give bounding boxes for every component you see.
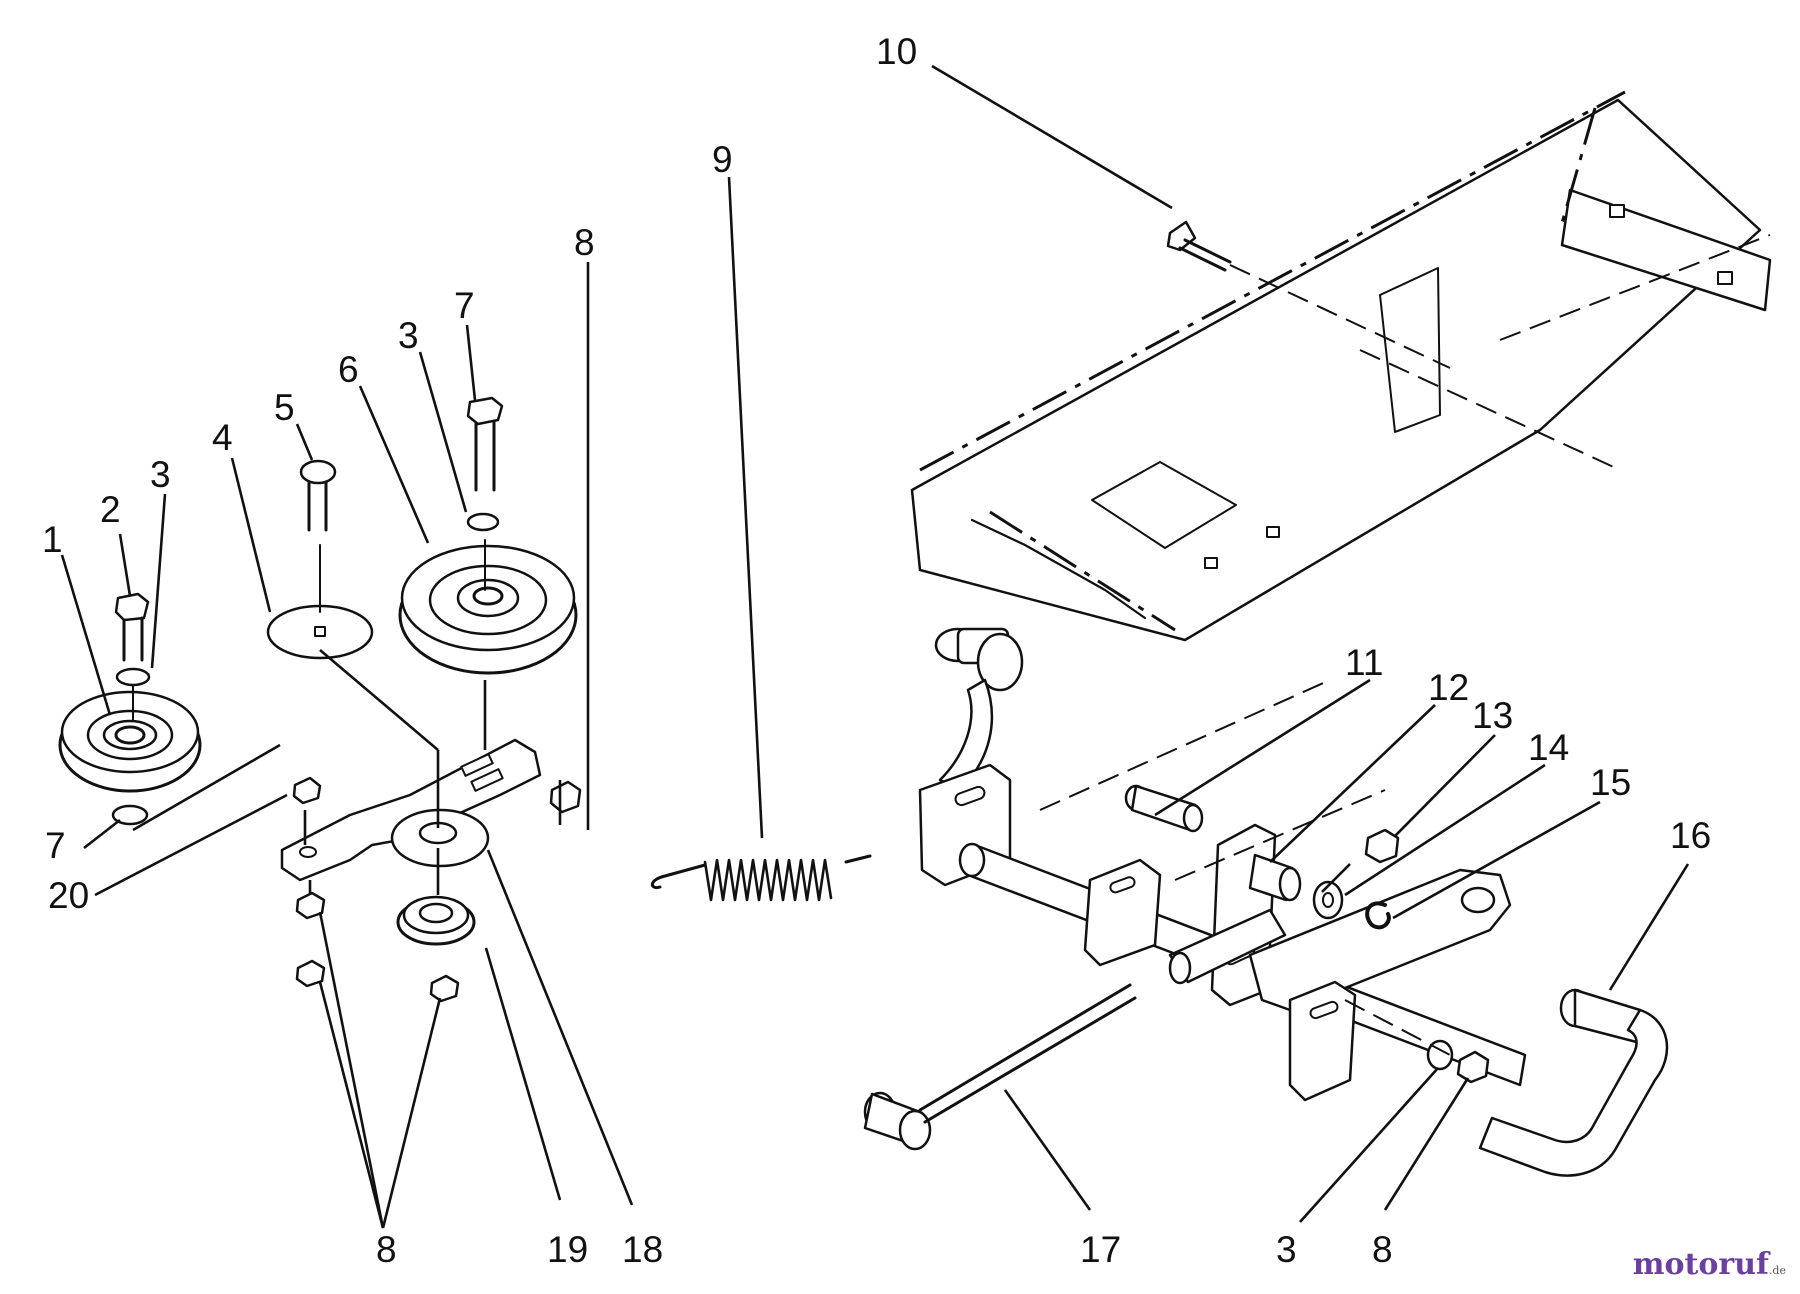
washer-3b [466, 512, 500, 532]
watermark-logo: motoruf.de [1633, 1247, 1786, 1282]
callout-11: 11 [1345, 642, 1383, 683]
callout-10: 10 [876, 31, 917, 72]
spacer-12 [1248, 853, 1302, 902]
pulley-6 [398, 544, 578, 675]
carriage-bolt-5 [299, 459, 337, 613]
spacer-19 [396, 895, 476, 946]
callout-7: 7 [454, 285, 475, 326]
callout-12: 12 [1428, 667, 1469, 708]
nut-8d [429, 974, 460, 1003]
mount-plate-left [1083, 858, 1162, 967]
callout-4: 4 [212, 417, 233, 458]
callout-3: 3 [150, 454, 171, 495]
leader-lines [60, 64, 1690, 1229]
callout-3: 3 [1276, 1229, 1297, 1270]
crank-arm [918, 627, 1024, 887]
mount-plate-right [1288, 980, 1357, 1102]
pivot-tube [1168, 908, 1287, 985]
callout-18: 18 [622, 1229, 663, 1270]
nut-20 [292, 776, 322, 805]
callout-16: 16 [1670, 815, 1711, 856]
callout-14: 14 [1528, 727, 1569, 768]
nut-8a [549, 780, 582, 814]
callout-13: 13 [1472, 695, 1513, 736]
bolt-7 [466, 396, 504, 591]
spring-9 [650, 854, 872, 902]
bolt-2 [114, 592, 150, 721]
callout-2: 2 [100, 489, 121, 530]
callout-15: 15 [1590, 762, 1631, 803]
nut-8c [295, 959, 326, 988]
assembly-centerlines-right [1039, 679, 1451, 1056]
nut-13 [1364, 828, 1400, 864]
callout-1: 1 [42, 519, 63, 560]
callout-8: 8 [376, 1229, 397, 1270]
callout-8: 8 [1372, 1229, 1393, 1270]
watermark-suffix: .de [1768, 1264, 1786, 1277]
callout-6: 6 [338, 349, 359, 390]
callout-labels: 1 2 3 4 5 6 3 7 8 9 10 7 20 11 12 13 14 … [42, 31, 1711, 1270]
callout-20: 20 [48, 875, 89, 916]
nut-8b [295, 891, 326, 920]
callout-17: 17 [1080, 1229, 1121, 1270]
callout-5: 5 [274, 387, 295, 428]
clip-15 [1365, 901, 1391, 930]
washer-3c [1426, 1039, 1454, 1071]
washer-7b [111, 804, 149, 826]
deck-plate [910, 90, 1772, 642]
pulley-1 [58, 690, 202, 793]
right-lever [1248, 868, 1512, 1012]
callout-8: 8 [574, 222, 595, 263]
callout-9: 9 [712, 139, 733, 180]
callout-7: 7 [45, 825, 66, 866]
washer-3a [115, 667, 151, 687]
assembly-centerlines-left [132, 649, 562, 895]
idler-bracket-18 [280, 738, 542, 882]
handle-16 [1478, 988, 1669, 1177]
nut-8e [1456, 1050, 1490, 1084]
washer-14 [1312, 880, 1344, 920]
pin-11 [1124, 784, 1204, 833]
watermark-brand: motoruf [1632, 1247, 1769, 1282]
bolt-10 [1166, 220, 1451, 369]
callout-3: 3 [398, 315, 419, 356]
rod-17 [863, 983, 1137, 1151]
callout-19: 19 [547, 1229, 588, 1270]
